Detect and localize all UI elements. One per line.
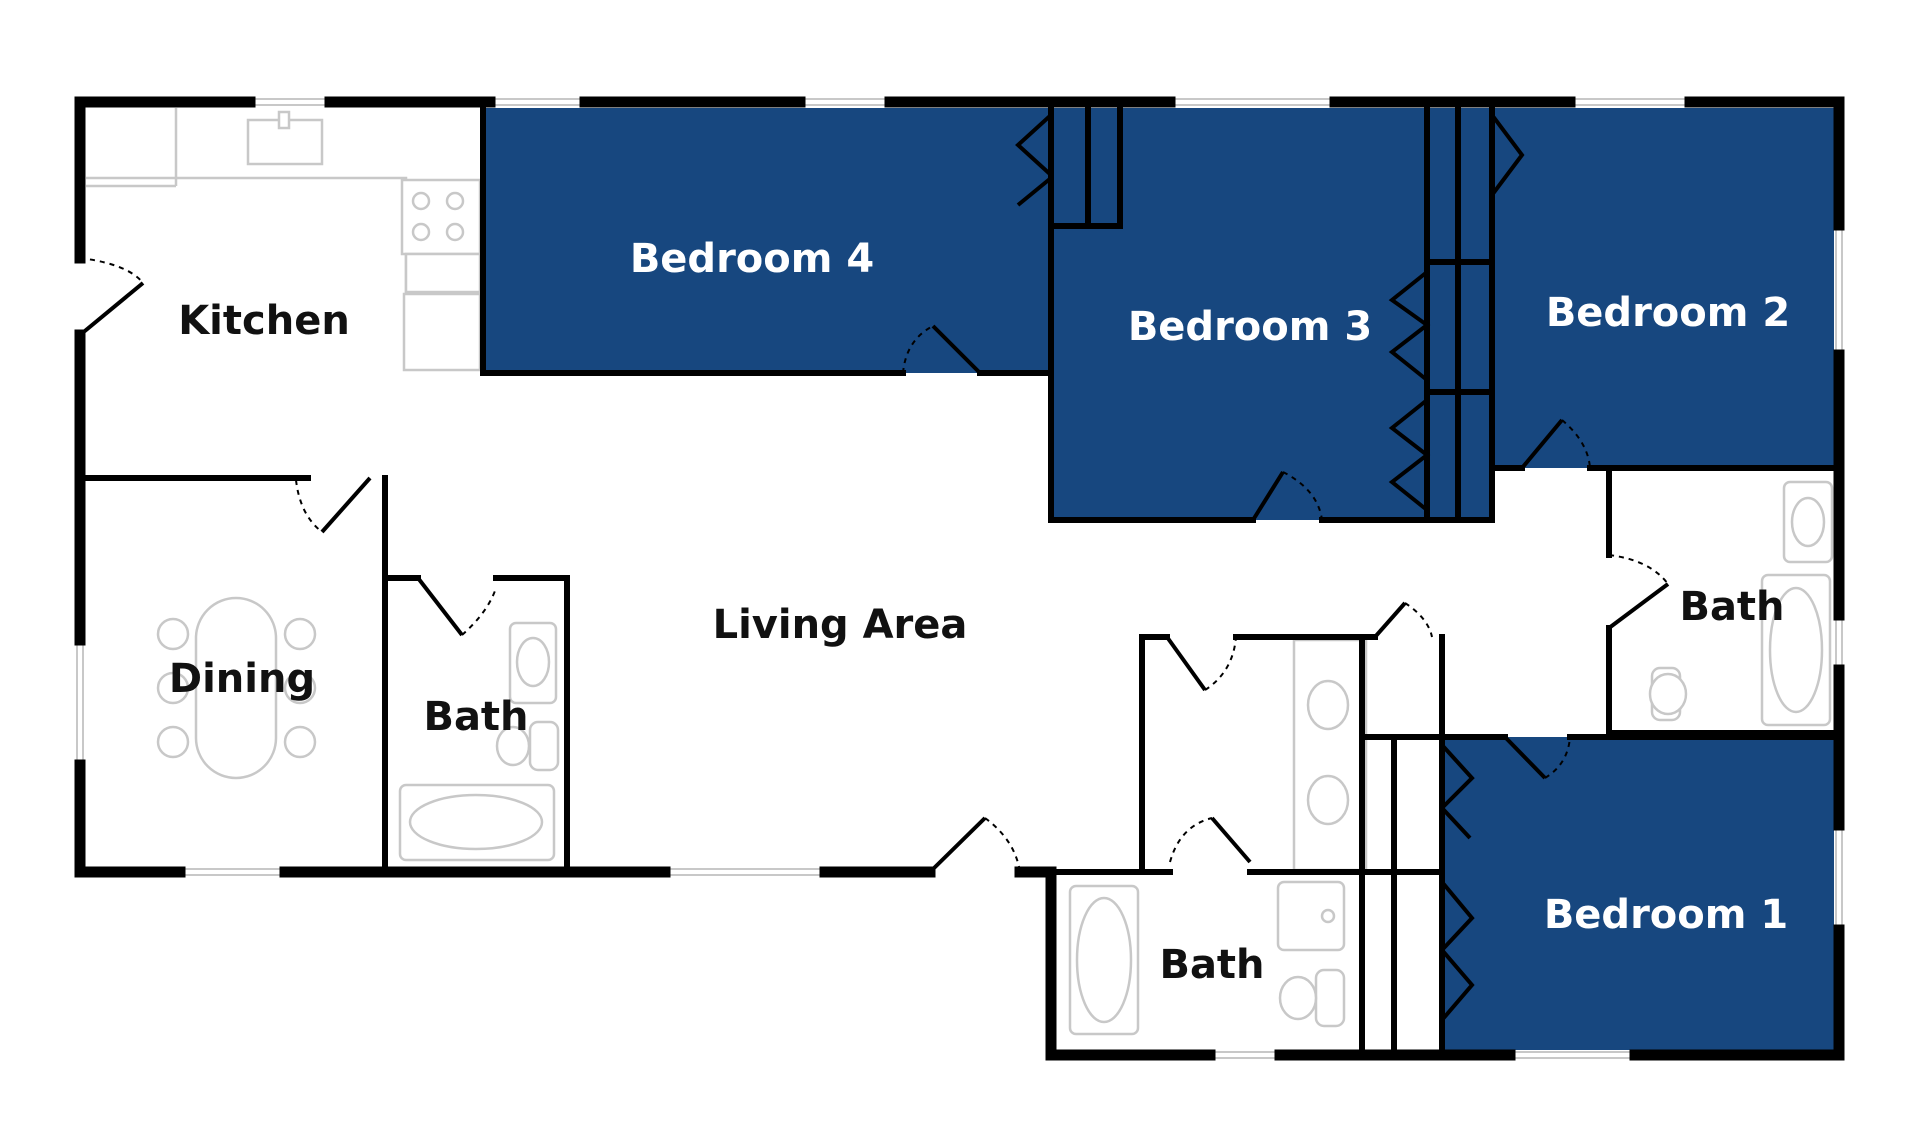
windows (76, 98, 1843, 1059)
left-bath-walls (388, 575, 570, 875)
bedroom-2-closet (1424, 105, 1495, 523)
room-label-bath-left: Bath (423, 694, 528, 740)
bedroom-2-fill (1492, 108, 1834, 468)
room-label-living-area: Living Area (713, 602, 968, 648)
walls (74, 96, 1845, 1061)
bottom-bath-fixtures (1068, 880, 1346, 1036)
dining-table (156, 596, 317, 780)
room-label-kitchen: Kitchen (178, 298, 350, 344)
bedroom-1-closet (1352, 734, 1445, 1053)
stove (400, 178, 482, 256)
room-label-bedroom-4: Bedroom 4 (630, 236, 874, 282)
room-label-dining: Dining (169, 656, 315, 702)
room-label-bath-bottom: Bath (1159, 942, 1264, 988)
room-labels: Kitchen Bedroom 4 Bedroom 3 Bedroom 2 Be… (169, 236, 1790, 988)
right-bath-fixtures (1648, 480, 1834, 727)
room-label-bath-right: Bath (1679, 584, 1784, 630)
room-label-bedroom-3: Bedroom 3 (1128, 304, 1372, 350)
right-bath-walls (1606, 465, 1837, 736)
refrigerator (402, 292, 482, 372)
bedroom-2-walls (1489, 105, 1837, 471)
middle-bath-vanity (1292, 638, 1368, 872)
bedroom-3-closet (1048, 105, 1123, 229)
bedroom-fills (483, 108, 1834, 1050)
bedroom-3-fill (1051, 108, 1492, 520)
doors (78, 113, 1670, 1022)
left-bath-fixtures (398, 621, 560, 862)
exterior-wall (74, 96, 1845, 1061)
room-label-bedroom-2: Bedroom 2 (1546, 290, 1790, 336)
bedroom-4-fill (483, 108, 1051, 373)
room-label-bedroom-1: Bedroom 1 (1544, 892, 1788, 938)
dining-walls (83, 475, 388, 875)
bedroom-1-fill (1442, 737, 1834, 1050)
bedroom-1-walls (1439, 734, 1837, 1053)
